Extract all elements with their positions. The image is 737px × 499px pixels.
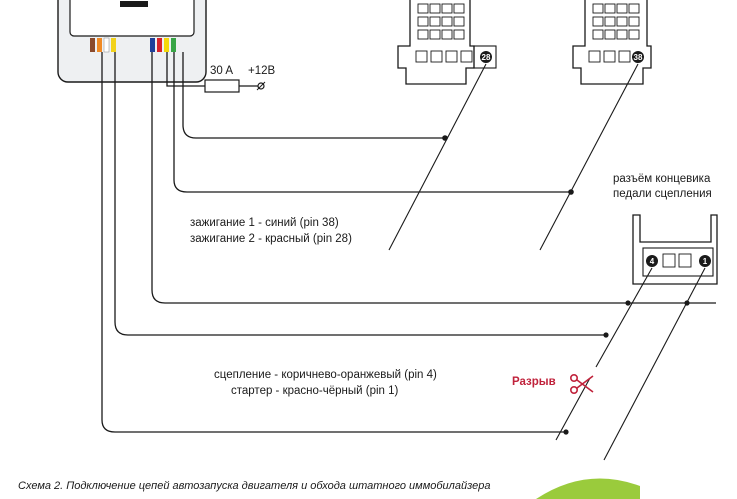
pin-marker-icon: [632, 51, 644, 63]
pin-28-label: 28: [482, 53, 491, 62]
pin-4-label: 4: [650, 257, 655, 266]
clutch-connector: разъём концевика педали сцепления 4 1: [613, 173, 718, 285]
pin-marker-icon: [646, 255, 658, 267]
pin-1-label: 1: [703, 257, 708, 266]
figure-caption: Схема 2. Подключение цепей автозапуска д…: [18, 480, 490, 492]
fuse: 30 A +12В: [204, 65, 276, 93]
ignition-label-1: зажигание 1 - синий (pin 38): [190, 217, 339, 229]
badge-arc: [536, 478, 640, 499]
connector-right: 38: [572, 0, 652, 85]
supply-label: +12В: [248, 65, 276, 77]
leader-lines: [388, 63, 639, 251]
alarm-module: [57, 0, 207, 83]
fuse-rating: 30 A: [210, 65, 233, 77]
pin-38-label: 38: [634, 53, 643, 62]
ignition-label-2: зажигание 2 - красный (pin 28): [190, 233, 352, 245]
pin-marker-icon: [480, 51, 492, 63]
clutch-title-2: педали сцепления: [613, 188, 712, 200]
pin-marker-icon: [699, 255, 711, 267]
clutch-label-2: стартер - красно-чёрный (pin 1): [231, 385, 399, 397]
clutch-title-1: разъём концевика: [613, 173, 711, 185]
clutch-leader-lines: [555, 267, 706, 461]
scissors-icon: [569, 373, 594, 394]
break-label: Разрыв: [512, 376, 556, 388]
wire-color-stubs: [90, 37, 176, 53]
clutch-label-1: сцепление - коричнево-оранжевый (pin 4): [214, 369, 437, 381]
connector-left: 28: [397, 0, 497, 85]
wires: [101, 52, 716, 433]
